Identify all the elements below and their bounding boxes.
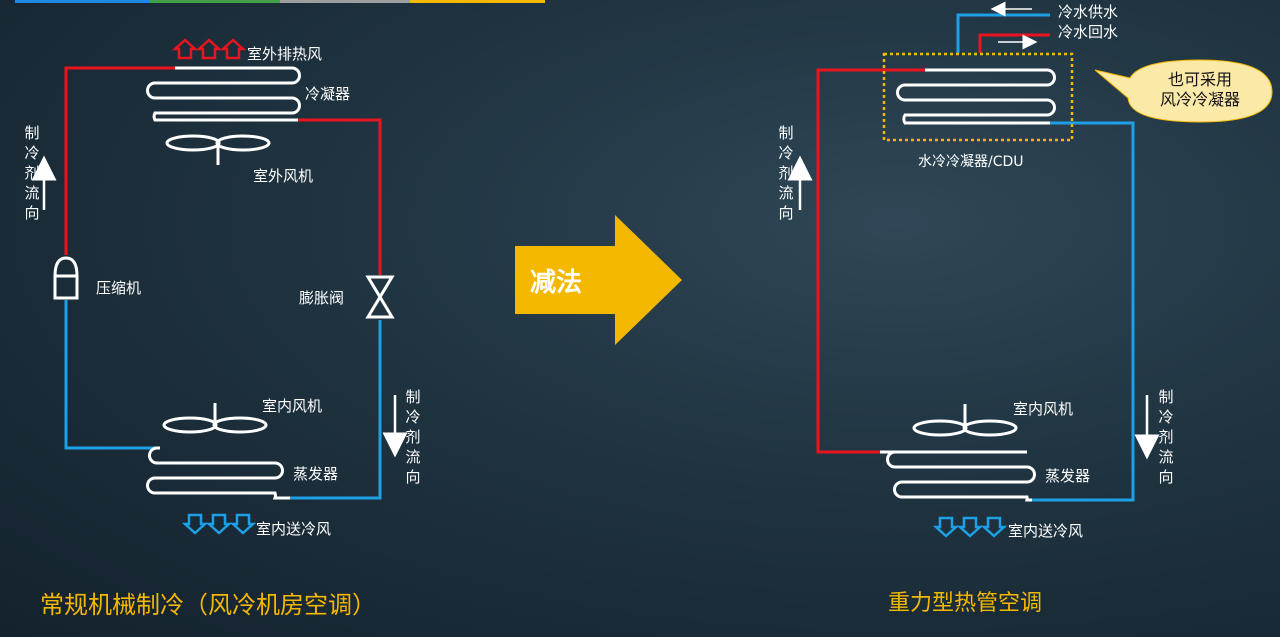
compressor-icon	[53, 256, 79, 300]
right-indoor-fan-icon	[912, 404, 1018, 437]
chilled-return-label: 冷水回水	[1058, 23, 1119, 41]
right-hot-line	[816, 68, 925, 454]
left-title: 常规机械制冷（风冷机房空调）	[40, 591, 376, 619]
right-indoor-supply-label: 室内送冷风	[1008, 522, 1084, 540]
left-cold-line-right	[290, 320, 382, 500]
left-outdoor-fan-icon	[165, 134, 271, 165]
right-evaporator-coil	[886, 450, 1036, 502]
left-condenser-coil	[146, 66, 301, 122]
indoor-supply-label: 室内送冷风	[256, 520, 332, 538]
left-evaporator-coil	[146, 446, 290, 500]
expansion-valve-icon	[365, 275, 395, 319]
condenser-highlight-box	[882, 52, 1074, 142]
left-hot-line-top	[64, 66, 175, 255]
note-bubble	[1094, 59, 1273, 123]
left-cold-line-left	[64, 300, 160, 450]
right-left-flow-label: 制冷剂流向	[778, 124, 794, 222]
chilled-supply-line	[956, 13, 1050, 53]
chilled-supply-label: 冷水供水	[1058, 3, 1119, 21]
subtraction-arrow-icon	[515, 215, 682, 345]
top-bar-blue	[15, 0, 150, 3]
outdoor-fan-label: 室外风机	[253, 167, 314, 185]
outdoor-exhaust-label: 室外排热风	[247, 45, 323, 63]
left-hot-line-right	[298, 118, 382, 275]
top-bar-green	[150, 0, 280, 3]
right-indoor-fan-label: 室内风机	[1013, 400, 1074, 418]
right-evaporator-label: 蒸发器	[1045, 467, 1091, 485]
left-indoor-fan-icon	[162, 403, 268, 434]
chilled-return-line	[978, 33, 1050, 53]
right-indoor-supply-arrows-icon	[932, 516, 1008, 538]
evaporator-label: 蒸发器	[293, 465, 339, 483]
top-bar-gray	[280, 0, 410, 3]
right-condenser-coil	[896, 68, 1056, 125]
compressor-label: 压缩机	[96, 279, 142, 297]
condenser-cdu-label: 水冷冷凝器/CDU	[918, 154, 1024, 170]
outdoor-exhaust-arrows-icon	[171, 38, 247, 60]
right-flow-label: 制冷剂流向	[405, 388, 421, 486]
bubble-text: 也可采用 风冷冷凝器	[1159, 70, 1240, 109]
left-indoor-supply-arrows-icon	[181, 513, 257, 535]
indoor-fan-label: 室内风机	[262, 397, 323, 415]
right-right-flow-label: 制冷剂流向	[1158, 388, 1174, 486]
left-refrigerant-loop	[64, 66, 382, 500]
subtraction-label: 减法	[530, 268, 583, 298]
top-bar-yellow	[410, 0, 545, 3]
right-cold-line	[1032, 121, 1135, 502]
left-flow-label: 制冷剂流向	[24, 124, 40, 222]
condenser-label: 冷凝器	[305, 85, 351, 103]
right-title: 重力型热管空调	[888, 591, 1043, 616]
expansion-valve-label: 膨胀阀	[299, 289, 345, 307]
